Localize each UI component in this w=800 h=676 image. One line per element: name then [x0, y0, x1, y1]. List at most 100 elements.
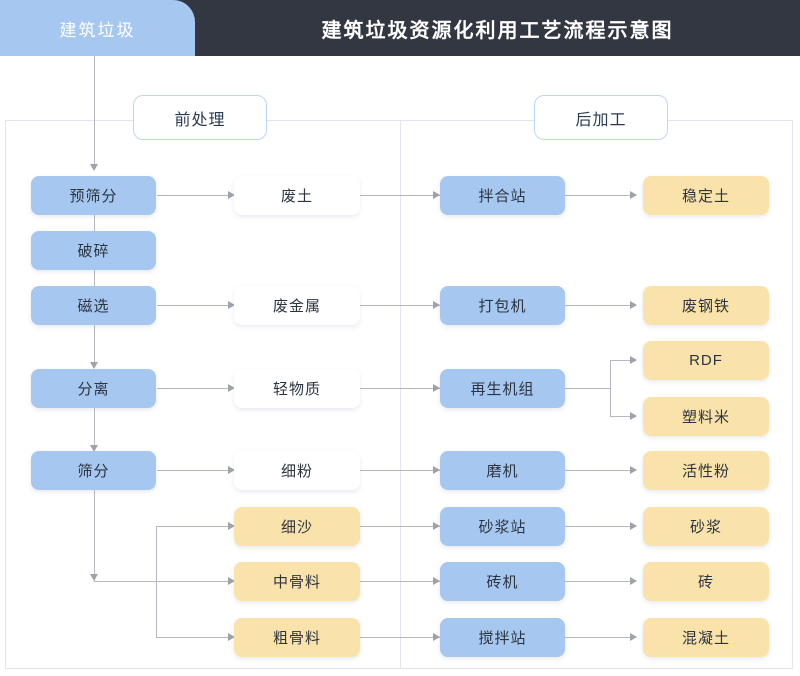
- node-scrap-steel[interactable]: 废钢铁: [643, 286, 769, 325]
- connector-fine-powder-to-mill: [360, 470, 440, 471]
- node-brick-machine-label: 砖机: [486, 574, 519, 591]
- node-fine-sand[interactable]: 细沙: [234, 507, 360, 546]
- connector-waste-soil-to-mixing: [360, 195, 440, 196]
- node-waste-soil[interactable]: 废土: [234, 176, 360, 215]
- connector-fine-sand-to-mortar-station: [360, 526, 440, 527]
- connector-mid-agg-to-brick-machine: [360, 581, 440, 582]
- connector-stir-station-to-concrete: [565, 637, 636, 638]
- connector-aggregate-bus-horizontal: [94, 581, 234, 582]
- connector-waste-metal-to-baler: [360, 305, 440, 306]
- connector-recycle-to-plastic-pellet: [610, 416, 636, 417]
- connector-baler-to-scrap-steel: [565, 305, 636, 306]
- node-light-mat[interactable]: 轻物质: [234, 369, 360, 408]
- connector-screen-to-fine-powder: [157, 470, 234, 471]
- node-fine-powder[interactable]: 细粉: [234, 451, 360, 490]
- arrowhead-magnetic-to-separate: [90, 362, 98, 369]
- connector-light-mat-to-recycle: [360, 388, 440, 389]
- node-mortar[interactable]: 砂浆: [643, 507, 769, 546]
- header-tab-input-material[interactable]: 建筑垃圾: [0, 0, 195, 56]
- node-plastic-pellet[interactable]: 塑料米: [643, 397, 769, 436]
- connector-bus-to-coarse-agg: [156, 637, 234, 638]
- node-mortar-station-label: 砂浆站: [478, 519, 527, 536]
- node-rdf[interactable]: RDF: [643, 341, 769, 380]
- page-title: 建筑垃圾资源化利用工艺流程示意图: [195, 0, 800, 56]
- node-brick-machine[interactable]: 砖机: [440, 562, 565, 601]
- node-separate[interactable]: 分离: [31, 369, 156, 408]
- node-pre-screen[interactable]: 预筛分: [31, 176, 156, 215]
- connector-recycle-trunk: [565, 388, 610, 389]
- header-tab-label: 建筑垃圾: [59, 20, 136, 40]
- arrowhead-baler-to-scrap-steel: [630, 301, 637, 309]
- section-label-preprocess-text: 前处理: [174, 111, 226, 129]
- connector-mill-to-active-powder: [565, 470, 636, 471]
- arrowhead-coarse-agg-to-stir-station: [433, 633, 440, 641]
- node-mortar-station[interactable]: 砂浆站: [440, 507, 565, 546]
- arrowhead-to-coarse-agg: [228, 633, 235, 641]
- node-scrap-steel-label: 废钢铁: [681, 298, 730, 315]
- node-mill-label: 磨机: [486, 463, 519, 480]
- node-magnetic[interactable]: 磁选: [31, 286, 156, 325]
- arrowhead-waste-soil-to-mixing: [433, 191, 440, 199]
- arrowhead-screen-to-fine-powder: [228, 466, 235, 474]
- arrowhead-separate-to-light-mat: [228, 384, 235, 392]
- node-coarse-agg[interactable]: 粗骨料: [234, 618, 360, 657]
- node-mortar-label: 砂浆: [689, 519, 722, 536]
- node-mid-agg[interactable]: 中骨料: [234, 562, 360, 601]
- node-fine-powder-label: 细粉: [280, 463, 313, 480]
- node-pre-screen-label: 预筛分: [69, 188, 118, 205]
- node-brick-label: 砖: [697, 574, 714, 591]
- section-divider: [400, 120, 401, 669]
- connector-input-to-prescreen: [94, 56, 95, 166]
- connector-screen-to-aggregate-bus: [94, 490, 95, 581]
- node-plastic-pellet-label: 塑料米: [681, 409, 730, 426]
- connector-mixing-to-stabilized-soil: [565, 195, 636, 196]
- node-recycle-unit-label: 再生机组: [470, 381, 535, 398]
- node-concrete[interactable]: 混凝土: [643, 618, 769, 657]
- node-light-mat-label: 轻物质: [272, 381, 321, 398]
- node-mixing-station-label: 拌合站: [478, 188, 527, 205]
- node-waste-metal-label: 废金属: [272, 298, 321, 315]
- node-stir-station-label: 搅拌站: [478, 630, 527, 647]
- node-active-powder-label: 活性粉: [681, 463, 730, 480]
- node-mixing-station[interactable]: 拌合站: [440, 176, 565, 215]
- node-crush-label: 破碎: [77, 243, 110, 260]
- node-stir-station[interactable]: 搅拌站: [440, 618, 565, 657]
- connector-crush-to-magnetic: [94, 270, 95, 292]
- connector-recycle-to-rdf: [610, 360, 636, 361]
- node-recycle-unit[interactable]: 再生机组: [440, 369, 565, 408]
- node-mill[interactable]: 磨机: [440, 451, 565, 490]
- page-title-text: 建筑垃圾资源化利用工艺流程示意图: [321, 19, 674, 42]
- arrowhead-stir-station-to-concrete: [630, 633, 637, 641]
- node-mid-agg-label: 中骨料: [272, 574, 321, 591]
- arrowhead-brick-machine-to-brick: [630, 577, 637, 585]
- arrowhead-to-fine-sand: [228, 522, 235, 530]
- node-stabilized-soil[interactable]: 稳定土: [643, 176, 769, 215]
- node-brick[interactable]: 砖: [643, 562, 769, 601]
- node-magnetic-label: 磁选: [77, 298, 110, 315]
- connector-recycle-riser: [610, 360, 611, 416]
- arrowhead-recycle-to-rdf: [630, 356, 637, 364]
- node-baler[interactable]: 打包机: [440, 286, 565, 325]
- node-screen[interactable]: 筛分: [31, 451, 156, 490]
- arrowhead-waste-metal-to-baler: [433, 301, 440, 309]
- arrowhead-mid-agg-to-brick-machine: [433, 577, 440, 585]
- node-waste-soil-label: 废土: [280, 188, 313, 205]
- arrowhead-prescreen-to-waste-soil: [228, 191, 235, 199]
- node-active-powder[interactable]: 活性粉: [643, 451, 769, 490]
- diagram-frame: [5, 120, 793, 669]
- node-fine-sand-label: 细沙: [280, 519, 313, 536]
- connector-separate-to-screen: [94, 408, 95, 448]
- arrowhead-fine-powder-to-mill: [433, 466, 440, 474]
- section-label-postprocess: 后加工: [534, 95, 668, 140]
- section-label-preprocess: 前处理: [133, 95, 267, 140]
- arrowhead-to-mid-agg: [228, 577, 235, 585]
- node-separate-label: 分离: [77, 381, 110, 398]
- node-waste-metal[interactable]: 废金属: [234, 286, 360, 325]
- connector-separate-to-light-mat: [157, 388, 234, 389]
- arrowhead-magnetic-to-waste-metal: [228, 301, 235, 309]
- node-crush[interactable]: 破碎: [31, 231, 156, 270]
- node-baler-label: 打包机: [478, 298, 527, 315]
- arrowhead-light-mat-to-recycle: [433, 384, 440, 392]
- connector-prescreen-to-crush: [94, 215, 95, 237]
- node-coarse-agg-label: 粗骨料: [272, 630, 321, 647]
